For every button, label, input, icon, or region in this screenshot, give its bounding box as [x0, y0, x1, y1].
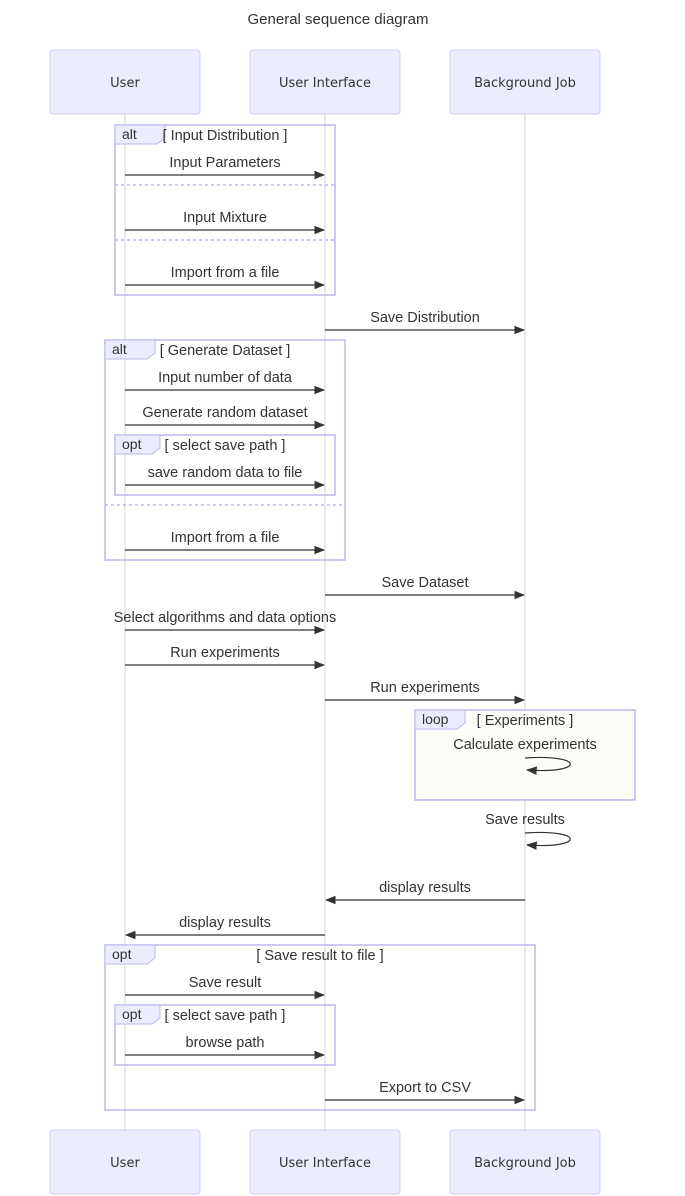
message-m6: Generate random dataset: [125, 405, 326, 430]
fragment-kind: alt: [122, 126, 137, 142]
fragment-frame: [104, 339, 346, 561]
message-label: display results: [179, 915, 271, 931]
message-m16: display results: [124, 915, 325, 940]
actor-box: [449, 1129, 601, 1195]
message-m13: Calculate experiments: [453, 737, 597, 775]
actor-ui-top: User Interface: [249, 49, 401, 115]
message-label: Import from a file: [171, 530, 280, 546]
fragment-condition: [ select save path ]: [165, 1008, 286, 1024]
actor-label: Background Job: [474, 1156, 576, 1171]
fragment-tab: [104, 339, 156, 360]
self-message-arrow: [524, 831, 571, 850]
fragment-condition: [ Save result to file ]: [256, 948, 383, 964]
fragment-condition: [ select save path ]: [165, 438, 286, 454]
fragment-condition: [ Input Distribution ]: [163, 128, 288, 144]
message-label: Input Mixture: [183, 210, 267, 226]
actor-user-top: User: [49, 49, 201, 115]
fragment-kind: opt: [122, 436, 142, 452]
message-label: display results: [379, 880, 471, 896]
actor-label: Background Job: [474, 76, 576, 91]
actor-box: [49, 1129, 201, 1195]
fragment-condition: [ Generate Dataset ]: [160, 343, 291, 359]
fragment-tab: [114, 1004, 161, 1025]
actor-user-bottom: User: [49, 1129, 201, 1195]
actor-box: [449, 49, 601, 115]
message-label: Input Parameters: [169, 155, 280, 171]
message-label: Input number of data: [158, 370, 293, 386]
message-label: save random data to file: [148, 465, 303, 481]
fragment-kind: loop: [422, 711, 449, 727]
message-m3: Import from a file: [125, 265, 326, 290]
message-m2: Input Mixture: [125, 210, 326, 235]
actor-job-bottom: Background Job: [449, 1129, 601, 1195]
message-m19: Export to CSV: [325, 1080, 526, 1105]
message-m12: Run experiments: [325, 680, 526, 705]
fragment-tab: [114, 124, 166, 145]
fragment-kind: opt: [122, 1006, 142, 1022]
self-message-arrow: [524, 756, 571, 775]
message-label: Generate random dataset: [142, 405, 307, 421]
message-m17: Save result: [125, 975, 326, 1000]
fragment-kind: alt: [112, 341, 127, 357]
message-m9: Save Dataset: [325, 575, 526, 600]
fragment-frame: [114, 434, 336, 496]
actor-label: User: [110, 1156, 140, 1171]
message-m1: Input Parameters: [125, 155, 326, 180]
message-label: Save results: [485, 812, 565, 828]
message-label: Save Dataset: [381, 575, 468, 591]
actor-box: [49, 49, 201, 115]
fragment-opt: opt [ Save result to file ]: [104, 944, 536, 1111]
fragment-opt: opt [ select save path ]: [114, 434, 336, 496]
actor-label: User Interface: [279, 1156, 371, 1171]
message-label: Import from a file: [171, 265, 280, 281]
message-m11: Run experiments: [125, 645, 326, 670]
message-label: browse path: [186, 1035, 265, 1051]
fragment-frame: [414, 709, 636, 801]
message-label: Export to CSV: [379, 1080, 471, 1096]
message-label: Run experiments: [170, 645, 280, 661]
message-m8: Import from a file: [125, 530, 326, 555]
actor-box: [249, 1129, 401, 1195]
message-m7: save random data to file: [125, 465, 326, 490]
fragment-tab: [114, 434, 161, 455]
fragment-frame: [104, 944, 536, 1111]
fragment-tab: [414, 709, 466, 730]
fragment-alt: alt [ Input Distribution ]: [114, 124, 336, 296]
message-label: Save result: [189, 975, 262, 991]
fragment-frame: [114, 1004, 336, 1066]
message-m14: Save results: [485, 812, 571, 850]
diagram-title: General sequence diagram: [248, 11, 429, 28]
message-m18: browse path: [125, 1035, 326, 1060]
actor-ui-bottom: User Interface: [249, 1129, 401, 1195]
fragment-condition: [ Experiments ]: [477, 713, 574, 729]
fragment-loop: loop [ Experiments ]: [414, 709, 636, 801]
message-label: Select algorithms and data options: [114, 610, 336, 626]
message-label: Calculate experiments: [453, 737, 596, 753]
fragment-alt: alt [ Generate Dataset ]: [104, 339, 346, 561]
message-m4: Save Distribution: [325, 310, 526, 335]
actor-box: [249, 49, 401, 115]
fragment-frame: [114, 124, 336, 296]
fragment-kind: opt: [112, 946, 132, 962]
actor-label: User Interface: [279, 76, 371, 91]
message-label: Save Distribution: [370, 310, 480, 326]
fragment-opt: opt [ select save path ]: [114, 1004, 336, 1066]
actor-job-top: Background Job: [449, 49, 601, 115]
message-m15: display results: [324, 880, 525, 905]
message-m5: Input number of data: [125, 370, 326, 395]
fragment-tab: [104, 944, 156, 965]
actor-label: User: [110, 76, 140, 91]
message-m10: Select algorithms and data options: [114, 610, 336, 635]
message-label: Run experiments: [370, 680, 480, 696]
